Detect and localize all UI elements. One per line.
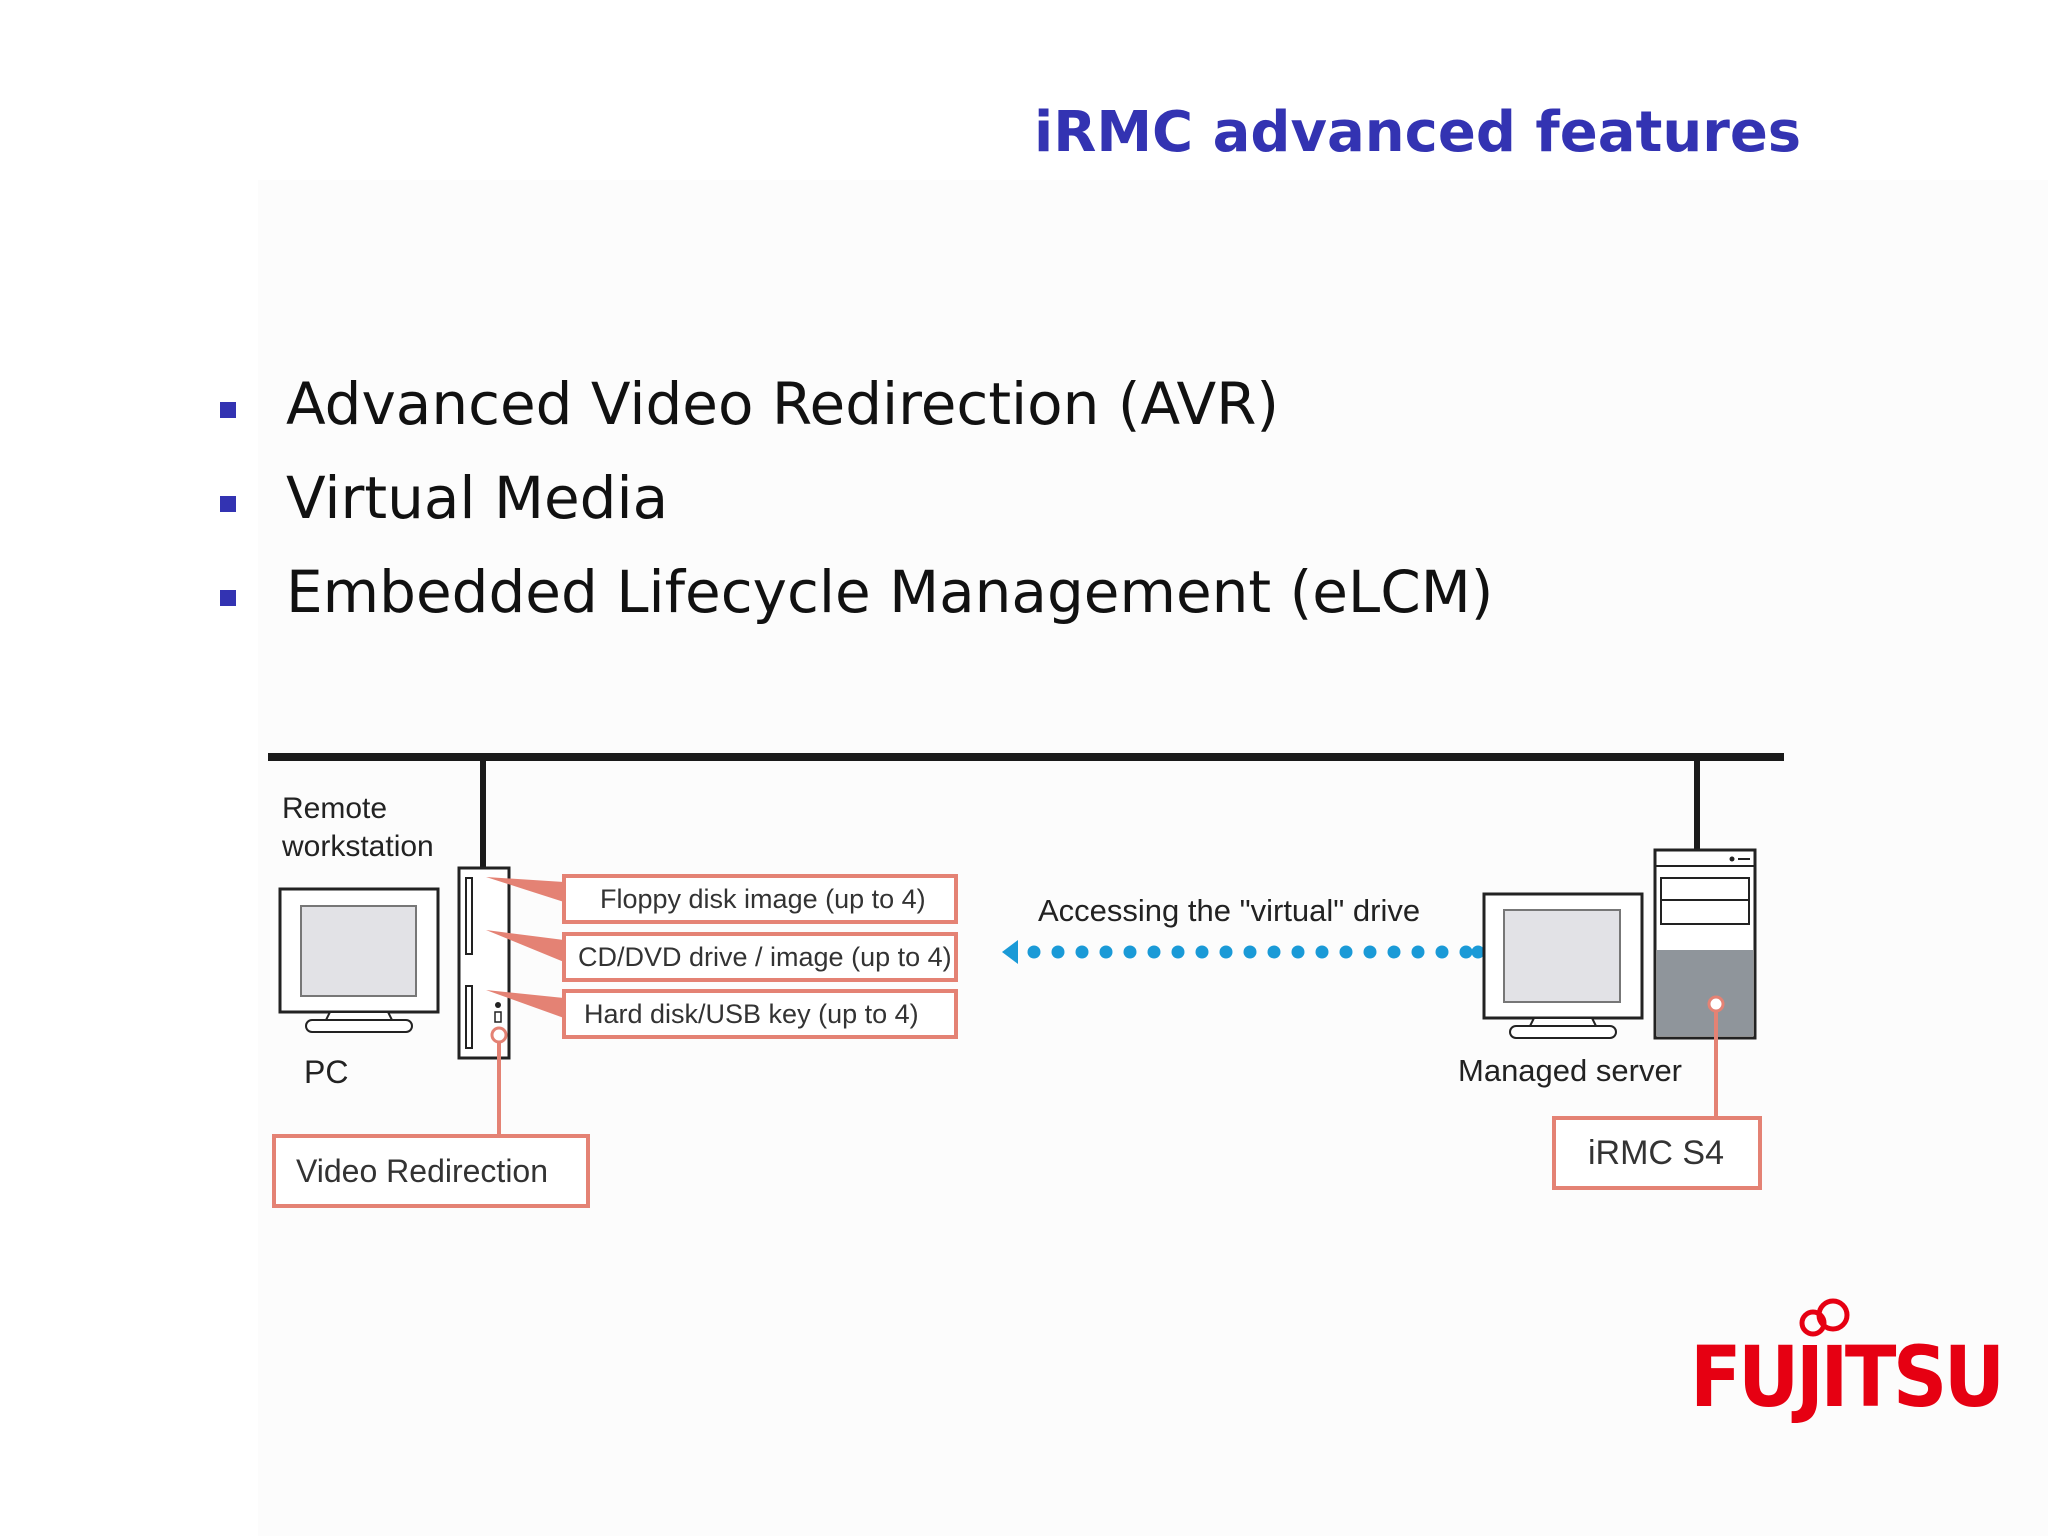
server-tower-icon xyxy=(1653,848,1757,1040)
bullet-marker xyxy=(220,402,236,418)
irmc-s4-label: iRMC S4 xyxy=(1588,1133,1725,1172)
bullet-text-avr: Advanced Video Redirection (AVR) xyxy=(286,370,1280,438)
access-arrow xyxy=(1002,940,1485,964)
bullet-marker xyxy=(220,590,236,606)
cd-dvd-label: CD/DVD drive / image (up to 4) xyxy=(578,941,952,972)
remote-workstation-label: Remote workstation xyxy=(282,792,434,863)
cd-dvd-box: CD/DVD drive / image (up to 4) xyxy=(562,932,958,982)
fujitsu-infinity-mark xyxy=(1799,1298,1850,1337)
pc-label: PC xyxy=(304,1054,349,1090)
fujitsu-logo-text: FUJITSU xyxy=(1690,1328,2005,1426)
floppy-callout-leader xyxy=(486,877,564,902)
hard-disk-usb-label: Hard disk/USB key (up to 4) xyxy=(584,998,919,1029)
video-redirection-box: Video Redirection xyxy=(272,1134,590,1208)
slide-title: iRMC advanced features xyxy=(1034,100,1802,165)
access-label: Accessing the "virtual" drive xyxy=(1038,893,1421,928)
cd-callout-leader xyxy=(486,930,564,962)
bullet-text-virtual-media: Virtual Media xyxy=(286,464,669,532)
floppy-image-label: Floppy disk image (up to 4) xyxy=(600,883,926,914)
hard-disk-usb-box: Hard disk/USB key (up to 4) xyxy=(562,989,958,1039)
bullet-text-elcm: Embedded Lifecycle Management (eLCM) xyxy=(286,558,1494,626)
floppy-image-box: Floppy disk image (up to 4) xyxy=(562,874,958,924)
pc-monitor-icon xyxy=(278,887,440,1033)
bullet-marker xyxy=(220,496,236,512)
pc-tower-icon xyxy=(457,866,511,1060)
irmc-s4-box: iRMC S4 xyxy=(1552,1116,1762,1190)
video-redirection-label: Video Redirection xyxy=(296,1152,549,1189)
server-monitor-icon xyxy=(1482,892,1644,1039)
fujitsu-logo: FUJITSU xyxy=(1688,1290,2005,1440)
managed-server-label: Managed server xyxy=(1458,1053,1683,1088)
hd-callout-leader xyxy=(486,990,564,1018)
